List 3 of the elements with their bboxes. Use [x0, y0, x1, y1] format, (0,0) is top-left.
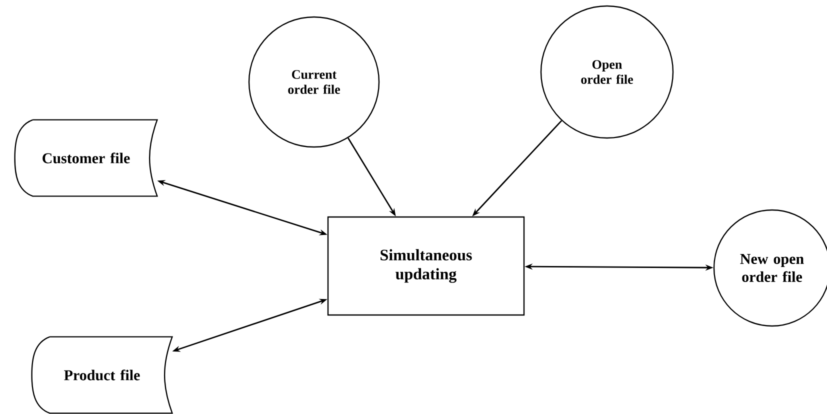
stored-data-shape: Customer file	[14, 119, 158, 197]
process-box: Simultaneous updating	[327, 216, 525, 316]
stored-data-shape: Product file	[31, 336, 173, 414]
